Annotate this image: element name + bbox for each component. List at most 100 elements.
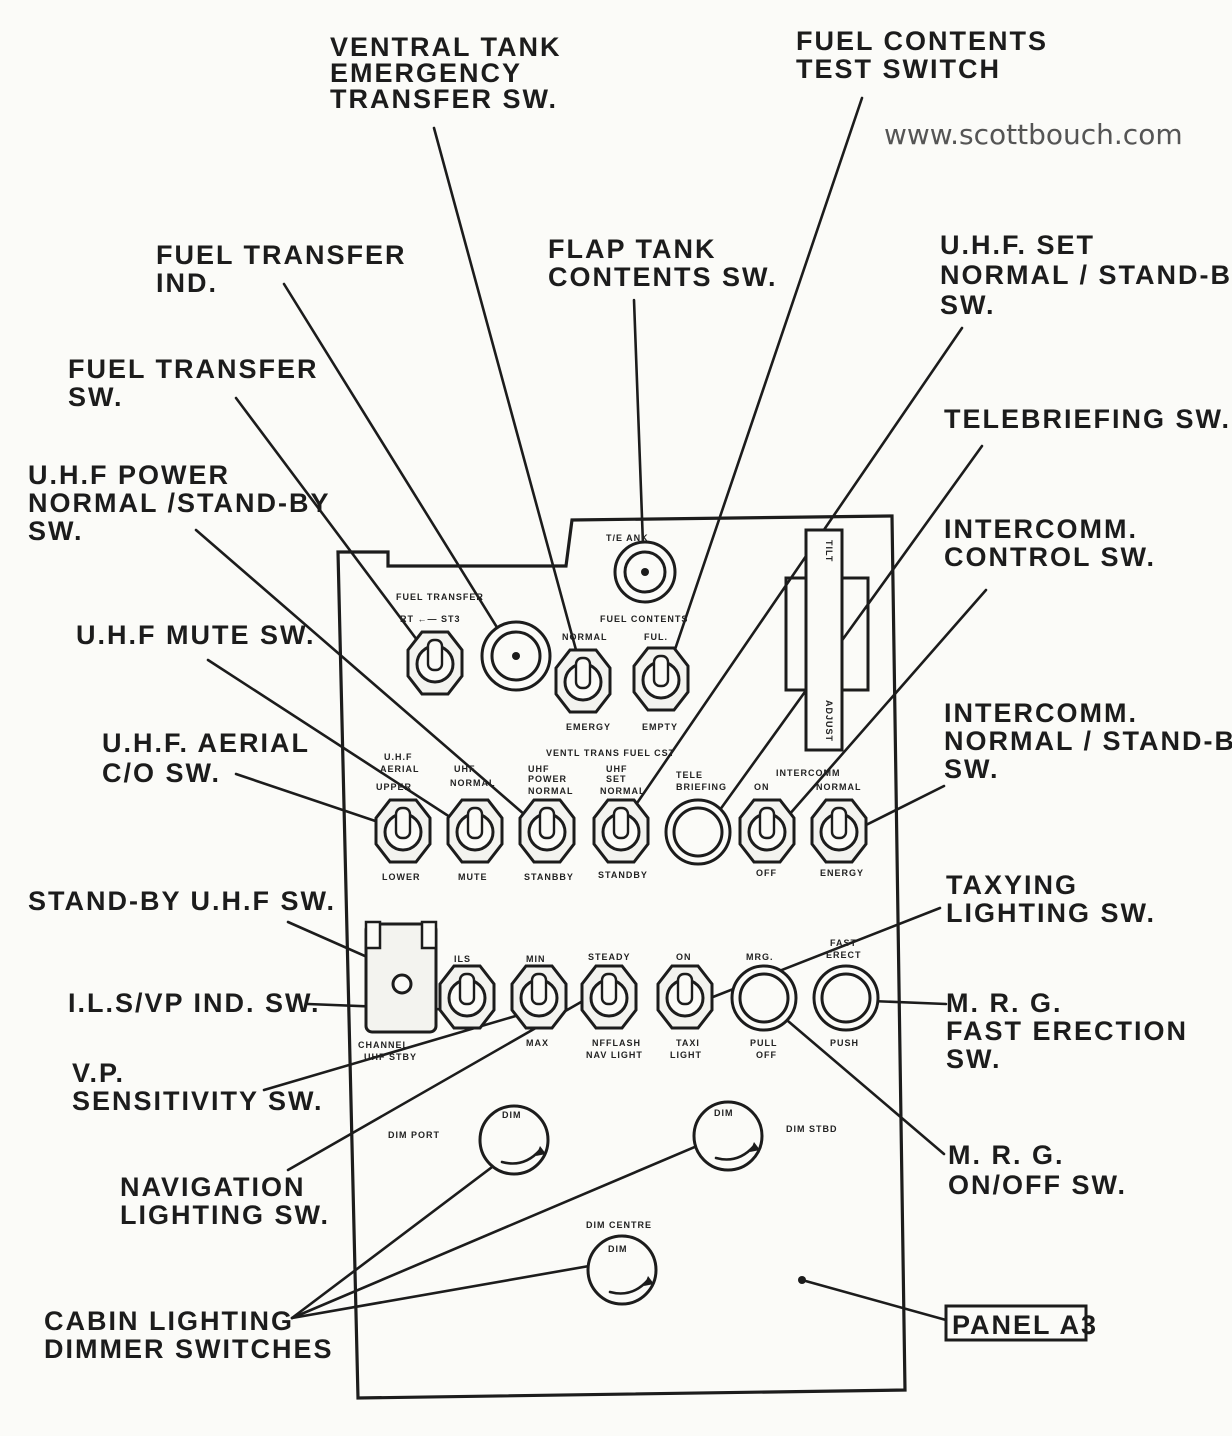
svg-text:PULL: PULL (750, 1038, 778, 1048)
uhf-power-switch[interactable] (518, 798, 576, 864)
svg-text:NAVIGATION: NAVIGATION (120, 1172, 306, 1202)
fuel-contents-test-switch[interactable] (632, 646, 690, 712)
svg-text:FUEL TRANSFER: FUEL TRANSFER (68, 354, 319, 384)
mrg-fast-erection-button[interactable] (812, 964, 880, 1032)
svg-text:ON/OFF SW.: ON/OFF SW. (948, 1170, 1127, 1200)
svg-text:MIN: MIN (526, 954, 546, 964)
svg-text:LOWER: LOWER (382, 872, 421, 882)
svg-text:SW.: SW. (946, 1044, 1002, 1074)
dim-labels: DIM PORT DIM STBD DIM CENTRE (388, 1124, 837, 1230)
svg-text:NORMAL / STAND-BY: NORMAL / STAND-BY (940, 260, 1232, 290)
callout-ventral-tank: VENTRAL TANK EMERGENCY TRANSFER SW. (330, 32, 562, 114)
intercomm-normal-switch[interactable] (810, 798, 868, 864)
svg-text:SENSITIVITY SW.: SENSITIVITY SW. (72, 1086, 324, 1116)
svg-text:EMERGY: EMERGY (566, 722, 611, 732)
svg-text:NORMAL: NORMAL (528, 786, 574, 796)
svg-text:FUEL TRANSFER: FUEL TRANSFER (156, 240, 407, 270)
svg-text:NAV LIGHT: NAV LIGHT (586, 1050, 643, 1060)
svg-text:UPPER: UPPER (376, 782, 412, 792)
svg-text:CABIN LIGHTING: CABIN LIGHTING (44, 1306, 294, 1336)
svg-text:INTERCOMM.: INTERCOMM. (944, 514, 1138, 544)
svg-text:LIGHTING SW.: LIGHTING SW. (120, 1200, 330, 1230)
svg-text:FUEL CONTENTS: FUEL CONTENTS (796, 26, 1048, 56)
uhf-aerial-switch[interactable] (374, 798, 432, 864)
callout-standby-uhf: STAND-BY U.H.F SW. (28, 886, 334, 916)
svg-text:POWER: POWER (528, 774, 567, 784)
ils-vp-switch[interactable] (438, 964, 496, 1030)
svg-text:OFF: OFF (756, 1050, 777, 1060)
svg-text:FAST: FAST (830, 938, 857, 948)
svg-text:VENTRAL TANK: VENTRAL TANK (330, 32, 562, 62)
svg-text:LIGHTING SW.: LIGHTING SW. (946, 898, 1156, 928)
svg-text:TRANSFER SW.: TRANSFER SW. (330, 84, 558, 114)
svg-text:BRIEFING: BRIEFING (676, 782, 727, 792)
svg-text:MAX: MAX (526, 1038, 549, 1048)
svg-text:TAXYING: TAXYING (946, 870, 1078, 900)
svg-text:LIGHT: LIGHT (670, 1050, 702, 1060)
intercomm-control-switch[interactable] (738, 798, 796, 864)
dim-port-switch[interactable]: DIM (478, 1104, 550, 1176)
fuel-transfer-switch[interactable] (406, 630, 464, 696)
svg-text:FAST ERECTION: FAST ERECTION (946, 1016, 1188, 1046)
callout-mrg-onoff: M. R. G. ON/OFF SW. (948, 1140, 1127, 1200)
uhf-set-switch[interactable] (592, 798, 650, 864)
svg-text:ENERGY: ENERGY (820, 868, 864, 878)
svg-text:NORMAL / STAND-BY: NORMAL / STAND-BY (944, 726, 1232, 756)
standby-uhf-box[interactable]: CHANNEL UHF STBY (358, 920, 438, 1062)
svg-text:NORMAL: NORMAL (600, 786, 646, 796)
svg-text:NORMAL: NORMAL (816, 782, 862, 792)
svg-text:M. R. G.: M. R. G. (948, 1140, 1065, 1170)
navigation-lighting-switch[interactable] (580, 964, 638, 1030)
svg-text:TAXI: TAXI (676, 1038, 700, 1048)
ventral-tank-transfer-switch[interactable] (554, 648, 612, 714)
svg-text:UHF: UHF (606, 764, 628, 774)
dim-stbd-switch[interactable]: DIM (692, 1100, 764, 1172)
svg-text:NFFLASH: NFFLASH (592, 1038, 641, 1048)
svg-text:MUTE: MUTE (458, 872, 488, 882)
svg-text:ILS: ILS (454, 954, 471, 964)
svg-text:U.H.F POWER: U.H.F POWER (28, 460, 230, 490)
taxying-lighting-switch[interactable] (656, 964, 714, 1030)
svg-text:DIM: DIM (608, 1244, 628, 1254)
svg-text:DIM: DIM (714, 1108, 734, 1118)
svg-text:OFF: OFF (756, 868, 777, 878)
row2-labels: U.H.F AERIAL UPPER UHF NORMAL UHF POWER … (376, 752, 864, 882)
svg-text:TEST SWITCH: TEST SWITCH (796, 54, 1001, 84)
mrg-onoff-switch[interactable] (730, 964, 798, 1032)
svg-text:INTERCOMM.: INTERCOMM. (944, 698, 1138, 728)
svg-text:TELE: TELE (676, 770, 703, 780)
svg-text:U.H.F MUTE SW.: U.H.F MUTE SW. (76, 620, 316, 650)
callout-fuel-transfer-ind: FUEL TRANSFER IND. (156, 240, 407, 298)
svg-text:SW.: SW. (68, 382, 124, 412)
svg-text:CONTROL SW.: CONTROL SW. (944, 542, 1156, 572)
svg-text:AERIAL: AERIAL (380, 764, 420, 774)
svg-text:STEADY: STEADY (588, 952, 631, 962)
svg-text:FUL.: FUL. (644, 632, 668, 642)
svg-text:DIMMER SWITCHES: DIMMER SWITCHES (44, 1334, 334, 1364)
panel-outline (336, 514, 907, 1400)
svg-text:EMPTY: EMPTY (642, 722, 678, 732)
svg-text:V.P.: V.P. (72, 1058, 125, 1088)
svg-text:U.H.F. SET: U.H.F. SET (940, 230, 1095, 260)
vp-sensitivity-switch[interactable] (510, 964, 568, 1030)
watermark-text: www.scottbouch.com (884, 118, 1183, 151)
callout-ils-vp: I.L.S/VP IND. SW. (68, 988, 319, 1018)
callout-uhf-power: U.H.F POWER NORMAL /STAND-BY SW. (28, 460, 329, 546)
svg-text:U.H.F: U.H.F (384, 752, 413, 762)
callout-uhf-aerial: U.H.F. AERIAL C/O SW. (102, 728, 308, 788)
fuel-transfer-row: FUEL TRANSFER RT ←— ST3 NORMAL FUL. EMER… (396, 592, 678, 758)
callout-panel-a3: PANEL A3 (944, 1304, 1096, 1342)
callout-fuel-contents-test: FUEL CONTENTS TEST SWITCH (796, 26, 1048, 84)
panel-a3-marker (798, 1276, 806, 1284)
callout-flap-tank: FLAP TANK CONTENTS SW. (548, 234, 776, 292)
callout-taxying: TAXYING LIGHTING SW. (946, 870, 1156, 928)
callout-mrg-fast: M. R. G. FAST ERECTION SW. (946, 988, 1188, 1074)
uhf-mute-switch[interactable] (446, 798, 504, 864)
callout-telebriefing: TELEBRIEFING SW. (944, 404, 1229, 434)
callout-uhf-mute: U.H.F MUTE SW. (76, 620, 316, 650)
telebriefing-switch[interactable] (664, 798, 732, 866)
svg-text:STANDBY: STANDBY (598, 870, 648, 880)
svg-text:DIM PORT: DIM PORT (388, 1130, 440, 1140)
svg-text:PUSH: PUSH (830, 1038, 859, 1048)
dim-centre-switch[interactable]: DIM (586, 1234, 658, 1306)
